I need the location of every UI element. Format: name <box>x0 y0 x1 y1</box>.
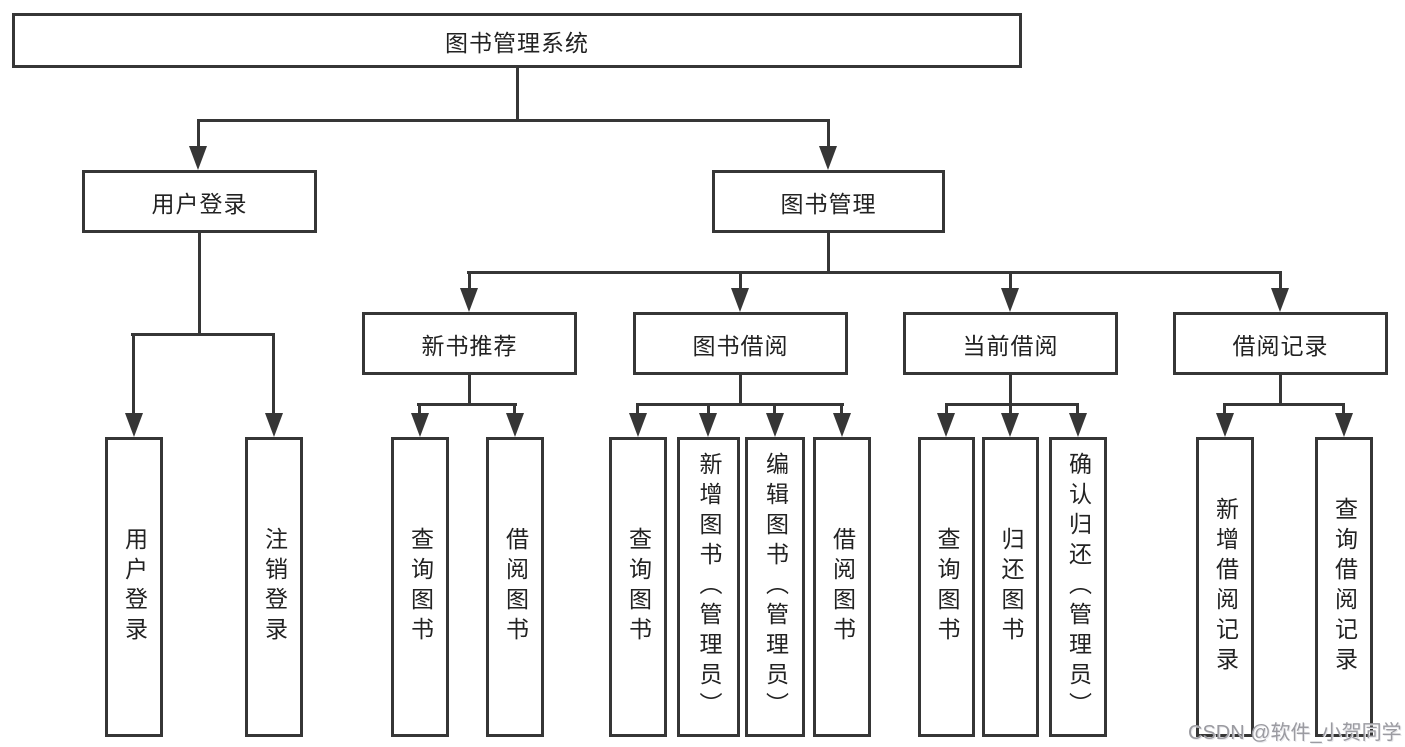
branch-line <box>197 119 830 122</box>
node-label: 编辑图书（管理员） <box>762 452 789 722</box>
node-new-book-recommend: 新书推荐 <box>362 312 577 375</box>
node-label: 查询图书 <box>934 527 960 647</box>
watermark-text: CSDN @软件_小贺同学 <box>1188 722 1402 744</box>
node-label: 图书管理系统 <box>445 29 589 56</box>
arrow-down-icon <box>1216 413 1234 437</box>
arrow-down-icon <box>1069 413 1087 437</box>
arrow-down-icon <box>411 413 429 437</box>
node-label: 注销登录 <box>261 527 288 647</box>
arrow-down-icon <box>460 288 478 312</box>
connector-line <box>132 333 135 415</box>
arrow-down-icon <box>189 146 207 170</box>
node-leaf-query-books: 查询图书 <box>918 437 975 737</box>
node-leaf-query-books: 查询图书 <box>609 437 667 737</box>
connector-line <box>516 67 519 122</box>
node-label: 当前借阅 <box>962 332 1059 359</box>
arrow-down-icon <box>125 413 143 437</box>
arrow-down-icon <box>766 413 784 437</box>
arrow-down-icon <box>265 413 283 437</box>
node-user-login: 用户登录 <box>82 170 317 233</box>
node-book-management: 图书管理 <box>712 170 945 233</box>
node-current-borrow: 当前借阅 <box>903 312 1118 375</box>
node-label: 查询借阅记录 <box>1331 497 1358 677</box>
branch-line <box>467 271 1282 274</box>
node-book-borrow: 图书借阅 <box>633 312 848 375</box>
node-leaf-user-login: 用户登录 <box>105 437 163 737</box>
connector-line <box>636 403 639 416</box>
branch-line <box>636 403 844 406</box>
node-label: 查询图书 <box>407 527 434 647</box>
connector-line <box>840 403 843 416</box>
arrow-down-icon <box>833 413 851 437</box>
arrow-down-icon <box>731 288 749 312</box>
node-label: 借阅图书 <box>502 527 529 647</box>
node-label: 确认归还（管理员） <box>1065 452 1092 722</box>
connector-line <box>1279 375 1282 406</box>
node-leaf-add-books-admin: 新增图书（管理员） <box>677 437 740 737</box>
arrow-down-icon <box>819 146 837 170</box>
arrow-down-icon <box>1335 413 1353 437</box>
arrow-down-icon <box>1271 288 1289 312</box>
connector-line <box>468 271 471 292</box>
node-leaf-return-books: 归还图书 <box>982 437 1039 737</box>
connector-line <box>1223 403 1226 416</box>
node-label: 用户登录 <box>121 527 148 647</box>
connector-line <box>197 119 200 149</box>
branch-line <box>1223 403 1345 406</box>
node-leaf-logout: 注销登录 <box>245 437 303 737</box>
node-leaf-confirm-return-admin: 确认归还（管理员） <box>1049 437 1107 737</box>
arrow-down-icon <box>1001 413 1019 437</box>
connector-line <box>1009 403 1012 416</box>
connector-line <box>945 403 948 416</box>
connector-line <box>513 403 516 416</box>
node-leaf-borrow-books: 借阅图书 <box>486 437 544 737</box>
node-label: 图书借阅 <box>692 332 789 359</box>
node-leaf-borrow-books: 借阅图书 <box>813 437 871 737</box>
node-label: 新增图书（管理员） <box>696 452 722 722</box>
arrow-down-icon <box>699 413 717 437</box>
connector-line <box>1009 271 1012 292</box>
connector-line <box>1076 403 1079 416</box>
node-label: 新书推荐 <box>421 332 518 359</box>
connector-line <box>1342 403 1345 416</box>
arrow-down-icon <box>1001 288 1019 312</box>
connector-line <box>418 403 421 416</box>
node-label: 图书管理 <box>780 190 877 217</box>
node-borrow-records: 借阅记录 <box>1173 312 1388 375</box>
node-leaf-add-borrow-record: 新增借阅记录 <box>1196 437 1254 737</box>
arrow-down-icon <box>937 413 955 437</box>
connector-line <box>827 233 830 274</box>
connector-line <box>1279 271 1282 292</box>
node-label: 新增借阅记录 <box>1212 497 1239 677</box>
node-label: 借阅记录 <box>1232 332 1329 359</box>
arrow-down-icon <box>629 413 647 437</box>
arrow-down-icon <box>506 413 524 437</box>
branch-line <box>131 333 275 336</box>
node-leaf-edit-books-admin: 编辑图书（管理员） <box>745 437 805 737</box>
node-label: 归还图书 <box>998 527 1024 647</box>
connector-line <box>739 375 742 406</box>
connector-line <box>707 403 710 416</box>
node-label: 查询图书 <box>625 527 652 647</box>
node-label: 借阅图书 <box>829 527 856 647</box>
branch-line <box>945 403 1079 406</box>
connector-line <box>198 233 201 336</box>
connector-line <box>739 271 742 292</box>
connector-line <box>773 403 776 416</box>
branch-line <box>417 403 517 406</box>
connector-line <box>827 119 830 149</box>
node-leaf-query-borrow-record: 查询借阅记录 <box>1315 437 1373 737</box>
node-leaf-query-books: 查询图书 <box>391 437 449 737</box>
node-library-system: 图书管理系统 <box>12 13 1022 68</box>
connector-line <box>468 375 471 406</box>
connector-line <box>1009 375 1012 406</box>
connector-line <box>272 333 275 415</box>
node-label: 用户登录 <box>151 190 248 217</box>
